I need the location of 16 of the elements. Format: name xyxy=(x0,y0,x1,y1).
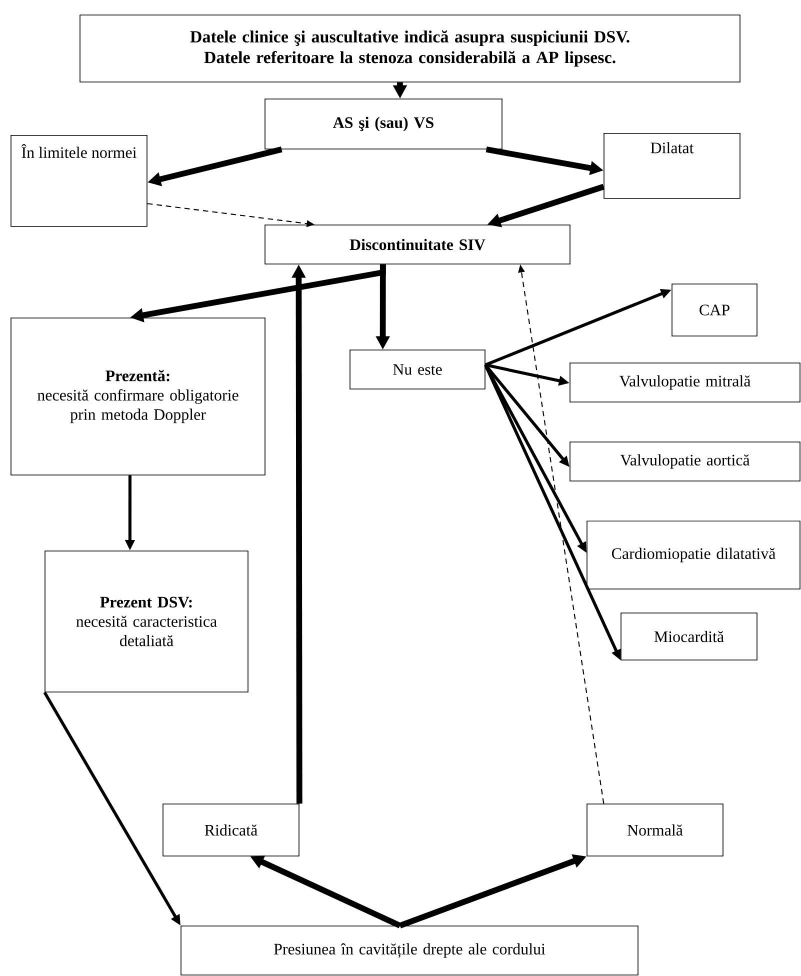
process-box: Ridicată xyxy=(162,804,300,856)
process-box: Miocardită xyxy=(620,612,758,660)
process-box: Valvulopatie mitrală xyxy=(570,362,800,402)
process-box: Normală xyxy=(586,804,724,856)
process-box: AS şi (sau) VS xyxy=(264,98,502,150)
process-box: Prezentă: necesită confirmare obligatorie prin metoda Doppler xyxy=(10,318,266,476)
process-box: Cardiomiopatie dilatativă xyxy=(586,520,800,590)
process-box: Dilatat xyxy=(604,133,740,199)
process-box: Presiunea în cavitățile drepte ale cordului xyxy=(180,926,638,976)
process-box: În limitele normei xyxy=(10,135,148,227)
process-box: Prezent DSV: necesită caracteristica detaliată xyxy=(44,550,248,692)
process-box: CAP xyxy=(672,284,758,336)
process-box: Discontinuitate SIV xyxy=(264,224,570,264)
process-box: Valvulopatie aortică xyxy=(570,442,800,482)
process-box: Nu este xyxy=(350,350,486,390)
process-box: Datele clinice şi auscultative indică asupra suspiciunii DSV. Datele referitoare la stenoza considerabilă a AP lipsesc. xyxy=(80,14,740,82)
